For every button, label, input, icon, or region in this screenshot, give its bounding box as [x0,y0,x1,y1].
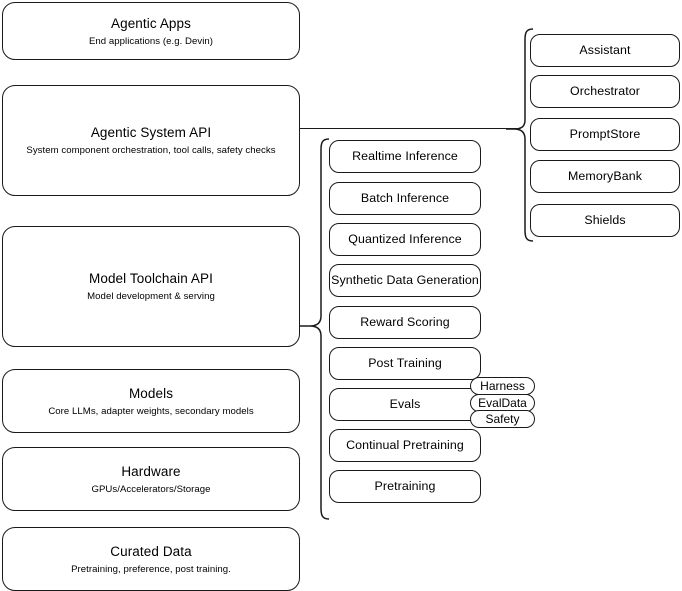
badge-safety[interactable]: Safety [470,410,535,428]
capability-label: Synthetic Data Generation [331,273,479,287]
badge-label: EvalData [478,396,527,410]
layer-title: Model Toolchain API [89,271,213,286]
layer-subtitle: Model development & serving [87,291,215,302]
component-label: PromptStore [569,127,641,141]
capability-label: Batch Inference [360,191,450,205]
capability-quantized-inference[interactable]: Quantized Inference [329,223,481,256]
layer-title: Agentic Apps [110,15,191,31]
layer-hardware[interactable]: Hardware GPUs/Accelerators/Storage [2,447,300,511]
layer-subtitle: Pretraining, preference, post training. [71,563,231,575]
badge-label: Harness [480,379,525,393]
component-orchestrator[interactable]: Orchestrator [530,75,680,108]
capability-post-training[interactable]: Post Training [329,347,481,380]
component-label: Assistant [579,43,631,57]
layer-model-toolchain-api[interactable]: Model Toolchain API Model development & … [2,226,300,347]
capability-realtime-inference[interactable]: Realtime Inference [329,140,481,173]
capability-continual-pretraining[interactable]: Continual Pretraining [329,429,481,462]
layer-subtitle: Core LLMs, adapter weights, secondary mo… [48,405,254,417]
capability-label: Evals [389,397,421,411]
layer-subtitle: System component orchestration, tool cal… [26,145,276,156]
capability-label: Realtime Inference [352,149,458,163]
brace-agentic-system-components [506,28,534,242]
layer-agentic-apps[interactable]: Agentic Apps End applications (e.g. Devi… [2,2,300,60]
component-label: Shields [584,213,626,227]
layer-models[interactable]: Models Core LLMs, adapter weights, secon… [2,369,300,433]
capability-label: Reward Scoring [360,315,450,329]
layer-curated-data[interactable]: Curated Data Pretraining, preference, po… [2,527,300,591]
capability-label: Pretraining [374,479,436,493]
layer-title: Models [128,385,174,401]
capability-label: Continual Pretraining [346,438,464,452]
capability-batch-inference[interactable]: Batch Inference [329,182,481,215]
component-label: Orchestrator [569,84,641,98]
layer-title: Hardware [121,463,181,479]
layer-title: Agentic System API [90,125,212,140]
component-label: MemoryBank [568,169,642,183]
layer-title: Curated Data [110,543,192,559]
badge-harness[interactable]: Harness [470,377,535,395]
component-memorybank[interactable]: MemoryBank [530,160,680,193]
layer-subtitle: End applications (e.g. Devin) [88,35,214,47]
brace-toolchain-icon [300,138,330,520]
layer-agentic-system-api[interactable]: Agentic System API System component orch… [2,85,300,196]
component-assistant[interactable]: Assistant [530,34,680,67]
brace-toolchain-capabilities [300,138,330,520]
layer-subtitle: GPUs/Accelerators/Storage [91,483,211,495]
capability-label: Quantized Inference [348,232,462,246]
capability-pretraining[interactable]: Pretraining [329,470,481,503]
component-shields[interactable]: Shields [530,204,680,237]
brace-components-icon [506,28,534,242]
capability-synthetic-data-generation[interactable]: Synthetic Data Generation [329,264,481,297]
connector-agentic-system-api-to-components [300,128,518,130]
badge-label: Safety [485,412,520,426]
component-promptstore[interactable]: PromptStore [530,118,680,151]
capability-label: Post Training [368,356,442,370]
capability-evals[interactable]: Evals [329,388,481,421]
capability-reward-scoring[interactable]: Reward Scoring [329,306,481,339]
